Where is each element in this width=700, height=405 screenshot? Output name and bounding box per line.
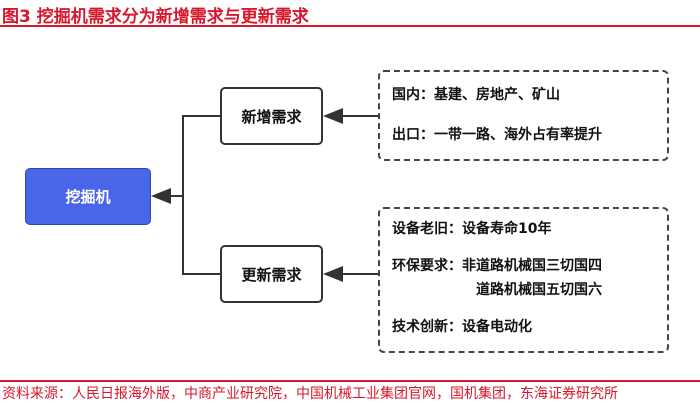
new-demand-node: 新增需求: [220, 87, 323, 145]
source-rule: [0, 380, 700, 382]
figure-title: 图3 挖掘机需求分为新增需求与更新需求: [2, 7, 309, 27]
new-demand-details: 国内：基建、房地产、矿山 出口：一带一路、海外占有率提升: [378, 70, 669, 161]
replace-demand-node: 更新需求: [220, 245, 323, 303]
detail-item: 技术创新：设备电动化: [392, 319, 532, 335]
source-note: 资料来源：人民日报海外版，中商产业研究院，中国机械工业集团官网，国机集团，东海证…: [2, 386, 618, 402]
detail-item: 环保要求：非道路机械国三切国四: [392, 258, 602, 274]
excavator-node: 挖掘机: [25, 168, 151, 225]
detail-item: 设备老旧：设备寿命10年: [392, 221, 552, 237]
detail-item: 出口：一带一路、海外占有率提升: [392, 127, 602, 143]
detail-item: 国内：基建、房地产、矿山: [392, 87, 560, 103]
replace-demand-details: 设备老旧：设备寿命10年 环保要求：非道路机械国三切国四 道路机械国五切国六 技…: [378, 207, 669, 353]
detail-item: 道路机械国五切国六: [476, 282, 602, 298]
title-rule: [0, 25, 700, 27]
